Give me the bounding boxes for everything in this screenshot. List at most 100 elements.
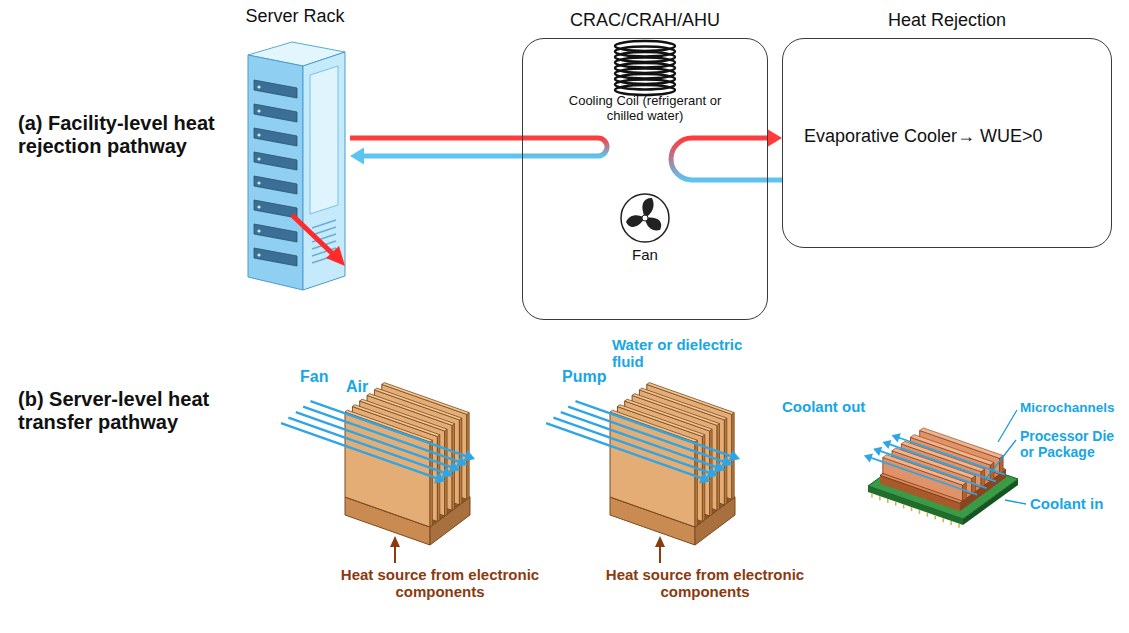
part-label: Water or dielectric fluid [612,336,772,371]
rack-led [257,229,260,232]
pipe-line [362,154,522,159]
pipe-connector [768,180,782,181]
pipe-connector [768,130,782,147]
pin [935,515,937,519]
rack-led [257,109,260,112]
part-label: Heat source from electronic components [340,566,540,601]
flow-arrow [575,401,731,456]
rack-vent [312,227,336,235]
pipe-connector [350,138,522,139]
flow-arrow [561,412,717,467]
part-label: Air [346,378,368,396]
coil-pipe [671,138,768,180]
label-slot: Water or dielectric fluid [612,336,772,371]
part-label: Coolant in [1030,495,1103,512]
flow-arrow [288,418,444,473]
rack-slot [254,200,297,218]
rib-top [883,455,967,485]
server-rack-icon [248,42,345,290]
pin [895,502,897,506]
flow-arrow [310,401,466,456]
leader-lines [985,410,1026,504]
arrow-head [350,148,364,165]
box-outline [522,38,768,320]
box-title: Heat Rejection [782,10,1112,31]
flow-arrow [281,423,437,478]
rack-led [257,253,260,256]
rack-slots [254,80,297,266]
arrow-head [864,454,873,463]
pin [958,524,960,528]
label-slot: Microchannels [1020,400,1115,416]
flow-arrow [568,407,724,462]
text-slot: Server Rack [230,6,360,27]
pin [871,493,873,497]
flow-arrow [303,407,459,462]
rack-led [257,205,260,208]
pipe-line [350,136,522,141]
fan-icon [621,194,669,242]
arrow-head [464,450,475,461]
rack-slot [254,128,297,146]
pin [950,521,952,525]
coil-pipe [522,138,607,156]
pin [942,518,944,522]
pin [927,513,929,517]
heat-arrow [655,536,665,547]
label-slot: Air [346,378,368,396]
label-slot: Coolant out [782,398,865,415]
flow-arrow [553,418,709,473]
microchannel-cold-plate [864,428,1018,528]
rack-slot [254,104,297,122]
rack-slot [254,152,297,170]
arrow-head [873,447,882,456]
label-slot: Heat source from electronic components [340,566,540,601]
rack-led [257,133,260,136]
box-text: Fan [522,246,768,263]
flow-arrow [546,423,702,478]
part-label: Pump [562,368,606,386]
text-slot: Fan [522,246,768,263]
part-label: Heat source from electronic components [605,566,805,601]
panel-heading: (a) Facility-level heat rejection pathwa… [18,112,240,158]
cooling-coil-icon [615,41,675,95]
rack-led [257,181,260,184]
text-slot: Evaporative Cooler→ WUE>0 [804,126,1104,147]
label-slot: (a) Facility-level heat rejection pathwa… [18,112,240,158]
rack-slot [254,176,297,194]
pin [919,510,921,514]
heat-arrow [390,536,400,547]
pin [887,499,889,503]
rib-edge [963,483,967,502]
text-slot: Heat Rejection [782,10,1112,31]
unit-box: CRAC/CRAH/AHU Cooling Coil (refrigerant o… [522,8,768,320]
rib-edge [972,476,976,495]
coolant-flow [888,444,995,481]
pin [903,504,905,508]
box-text: Evaporative Cooler→ WUE>0 [804,126,1104,147]
pin [879,496,881,500]
label-slot: (b) Server-level heat transfer pathway [18,388,240,434]
part-label: Microchannels [1020,400,1115,416]
coolant-flow [879,451,986,488]
arrow-head [768,130,782,147]
part-label: Fan [300,368,328,386]
box-title: CRAC/CRAH/AHU [522,10,768,31]
rack-slot [254,224,297,242]
rack-slot [254,248,297,266]
text-slot: Cooling Coil (refrigerant or chilled wat… [550,94,740,124]
label-slot: Processor Die or Package [1020,428,1124,460]
pipe-line [768,178,782,183]
arrow-head [729,450,740,461]
part-label: Processor Die or Package [1020,428,1124,460]
flow-arrow [296,412,452,467]
coolant-flow [898,437,1005,474]
label-slot: Coolant in [1030,495,1103,512]
panel-heading: (b) Server-level heat transfer pathway [18,388,240,434]
rack-led [257,85,260,88]
rack-slot [254,80,297,98]
rack-node: Server Rack [240,6,350,298]
box-title: Server Rack [230,6,360,27]
